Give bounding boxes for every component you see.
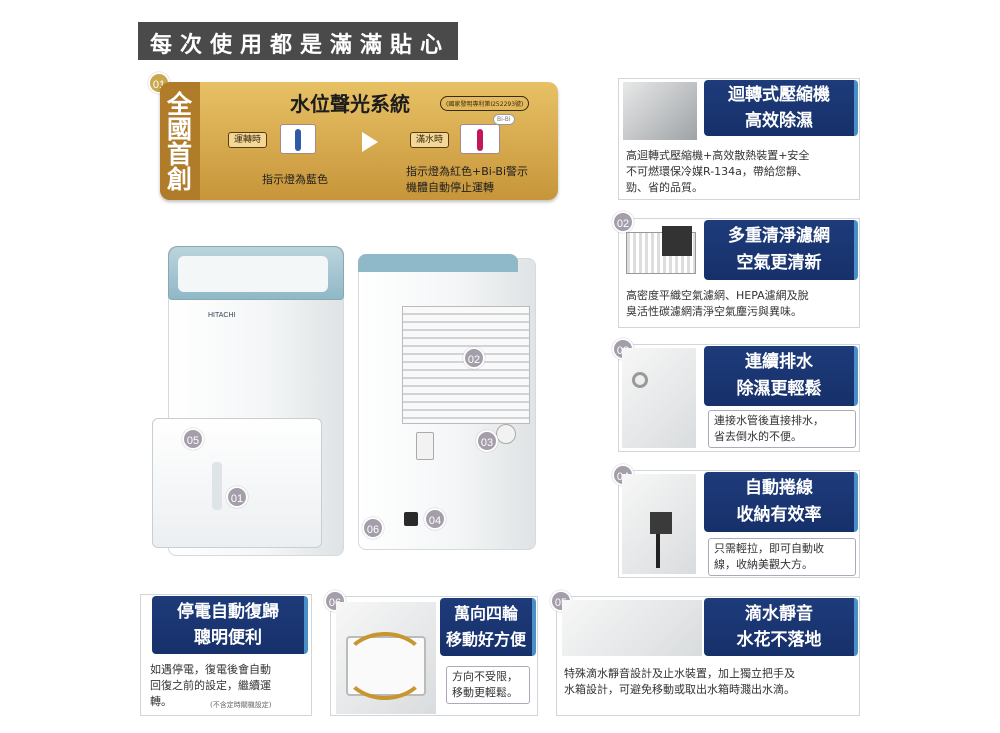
cord-desc-1: 只需輕拉，即可自動收 — [714, 542, 824, 555]
full-caption-2: 機體自動停止運轉 — [406, 181, 494, 194]
patent-note: (國家發明專利第I252293號) — [440, 96, 530, 111]
power-note: (不含定時關機設定) — [210, 701, 272, 709]
filter-desc-2: 臭活性碳濾網清淨空氣塵污與異味。 — [626, 305, 802, 318]
wheels-title-2: 移動好方便 — [445, 630, 526, 649]
cord-slot-icon — [404, 512, 418, 526]
cord-title: 自動捲線 收納有效率 — [704, 472, 858, 532]
cord-desc-2: 線，收納美觀大方。 — [714, 558, 813, 571]
compressor-desc-3: 勁、省的品質。 — [626, 181, 703, 194]
red-light-icon — [477, 129, 483, 151]
wheels-title-1: 萬向四輪 — [453, 604, 518, 623]
cord-outlet-icon — [650, 512, 672, 534]
power-desc-3: 轉。 — [150, 695, 172, 708]
back-top-rim — [358, 254, 518, 272]
drain-image — [622, 348, 696, 448]
full-tag: 滿水時 — [410, 132, 450, 148]
power-desc: 如遇停電，復電後會自動 回復之前的設定，繼續運 轉。 — [150, 662, 271, 710]
filter-title-1: 多重清淨濾網 — [728, 226, 830, 246]
compressor-title: 迴轉式壓縮機 高效除濕 — [704, 80, 858, 136]
first-in-nation-label: 全國首創 — [160, 82, 200, 200]
quiet-desc-1: 特殊滴水靜音設計及止水裝置，加上獨立把手及 — [564, 667, 795, 680]
compressor-title-2: 高效除濕 — [745, 111, 813, 131]
rear-port — [416, 432, 434, 460]
drain-title: 連續排水 除濕更輕鬆 — [704, 346, 858, 406]
wheels-desc-1: 方向不受限， — [452, 670, 518, 683]
control-panel — [178, 256, 328, 292]
power-cord-icon — [656, 534, 660, 568]
quiet-desc: 特殊滴水靜音設計及止水裝置，加上獨立把手及 水箱設計，可避免移動或取出水箱時濺出… — [564, 666, 795, 698]
drain-desc: 連接水管後直接排水， 省去倒水的不便。 — [708, 410, 856, 448]
drain-desc-1: 連接水管後直接排水， — [714, 414, 824, 427]
tank-window — [212, 462, 222, 510]
first-in-nation-text: 全國首創 — [167, 90, 193, 194]
power-title-2: 聰明便利 — [194, 628, 262, 648]
running-indicator — [280, 124, 316, 154]
arrow-right-icon — [362, 132, 378, 152]
filter-desc: 高密度平織空氣濾網、HEPA濾網及脫 臭活性碳濾網清淨空氣塵污與異味。 — [626, 288, 809, 320]
carbon-filter-image — [662, 226, 692, 256]
rotation-arrows-icon — [342, 632, 428, 700]
running-tag: 運轉時 — [228, 132, 268, 148]
section-header: 每次使用都是滿滿貼心 — [138, 22, 458, 60]
brand-logo: HITACHI — [208, 312, 236, 319]
bibi-tag: Bi-Bi — [493, 114, 515, 125]
cord-desc: 只需輕拉，即可自動收 線，收納美觀大方。 — [708, 538, 856, 576]
full-indicator — [460, 124, 500, 154]
compressor-desc-2: 不可燃環保冷媒R-134a，帶給您靜、 — [626, 165, 808, 178]
marker-05: 05 — [182, 428, 204, 450]
water-tank — [152, 418, 322, 548]
running-caption: 指示燈為藍色 — [262, 173, 328, 186]
compressor-title-1: 迴轉式壓縮機 — [728, 85, 830, 105]
filter-desc-1: 高密度平織空氣濾網、HEPA濾網及脫 — [626, 289, 809, 302]
drain-title-1: 連續排水 — [745, 352, 813, 372]
quiet-image — [562, 600, 702, 656]
drain-hole-icon — [632, 372, 648, 388]
compressor-desc-1: 高迴轉式壓縮機+高效散熱裝置+安全 — [626, 149, 810, 162]
power-title-1: 停電自動復歸 — [177, 602, 279, 622]
power-title: 停電自動復歸 聰明便利 — [152, 596, 308, 654]
badge-02: 02 — [612, 211, 634, 233]
wheels-desc: 方向不受限， 移動更輕鬆。 — [446, 666, 530, 704]
filter-title: 多重清淨濾網 空氣更清新 — [704, 220, 858, 280]
full-caption-1: 指示燈為紅色+Bi-Bi警示 — [406, 165, 528, 178]
compressor-image — [623, 82, 697, 140]
water-level-title: 水位聲光系統 — [290, 92, 410, 116]
marker-03: 03 — [476, 430, 498, 452]
quiet-desc-2: 水箱設計，可避免移動或取出水箱時濺出水滴。 — [564, 683, 795, 696]
drain-cap-icon — [496, 424, 516, 444]
cord-title-1: 自動捲線 — [745, 478, 813, 498]
drain-title-2: 除濕更輕鬆 — [736, 379, 822, 399]
quiet-title-1: 滴水靜音 — [745, 604, 813, 624]
wheels-desc-2: 移動更輕鬆。 — [452, 686, 518, 699]
compressor-desc: 高迴轉式壓縮機+高效散熱裝置+安全 不可燃環保冷媒R-134a，帶給您靜、 勁、… — [626, 148, 809, 196]
blue-light-icon — [295, 129, 301, 151]
cord-title-2: 收納有效率 — [736, 505, 822, 525]
wheels-title: 萬向四輪 移動好方便 — [440, 598, 536, 656]
quiet-title-2: 水花不落地 — [736, 630, 822, 650]
quiet-title: 滴水靜音 水花不落地 — [704, 598, 858, 656]
marker-06: 06 — [362, 517, 384, 539]
drain-desc-2: 省去倒水的不便。 — [714, 430, 802, 443]
power-desc-1: 如遇停電，復電後會自動 — [150, 663, 271, 676]
filter-title-2: 空氣更清新 — [736, 253, 822, 273]
marker-02: 02 — [463, 347, 485, 369]
power-desc-2: 回復之前的設定，繼續運 — [150, 679, 271, 692]
marker-01: 01 — [226, 486, 248, 508]
marker-04: 04 — [424, 508, 446, 530]
